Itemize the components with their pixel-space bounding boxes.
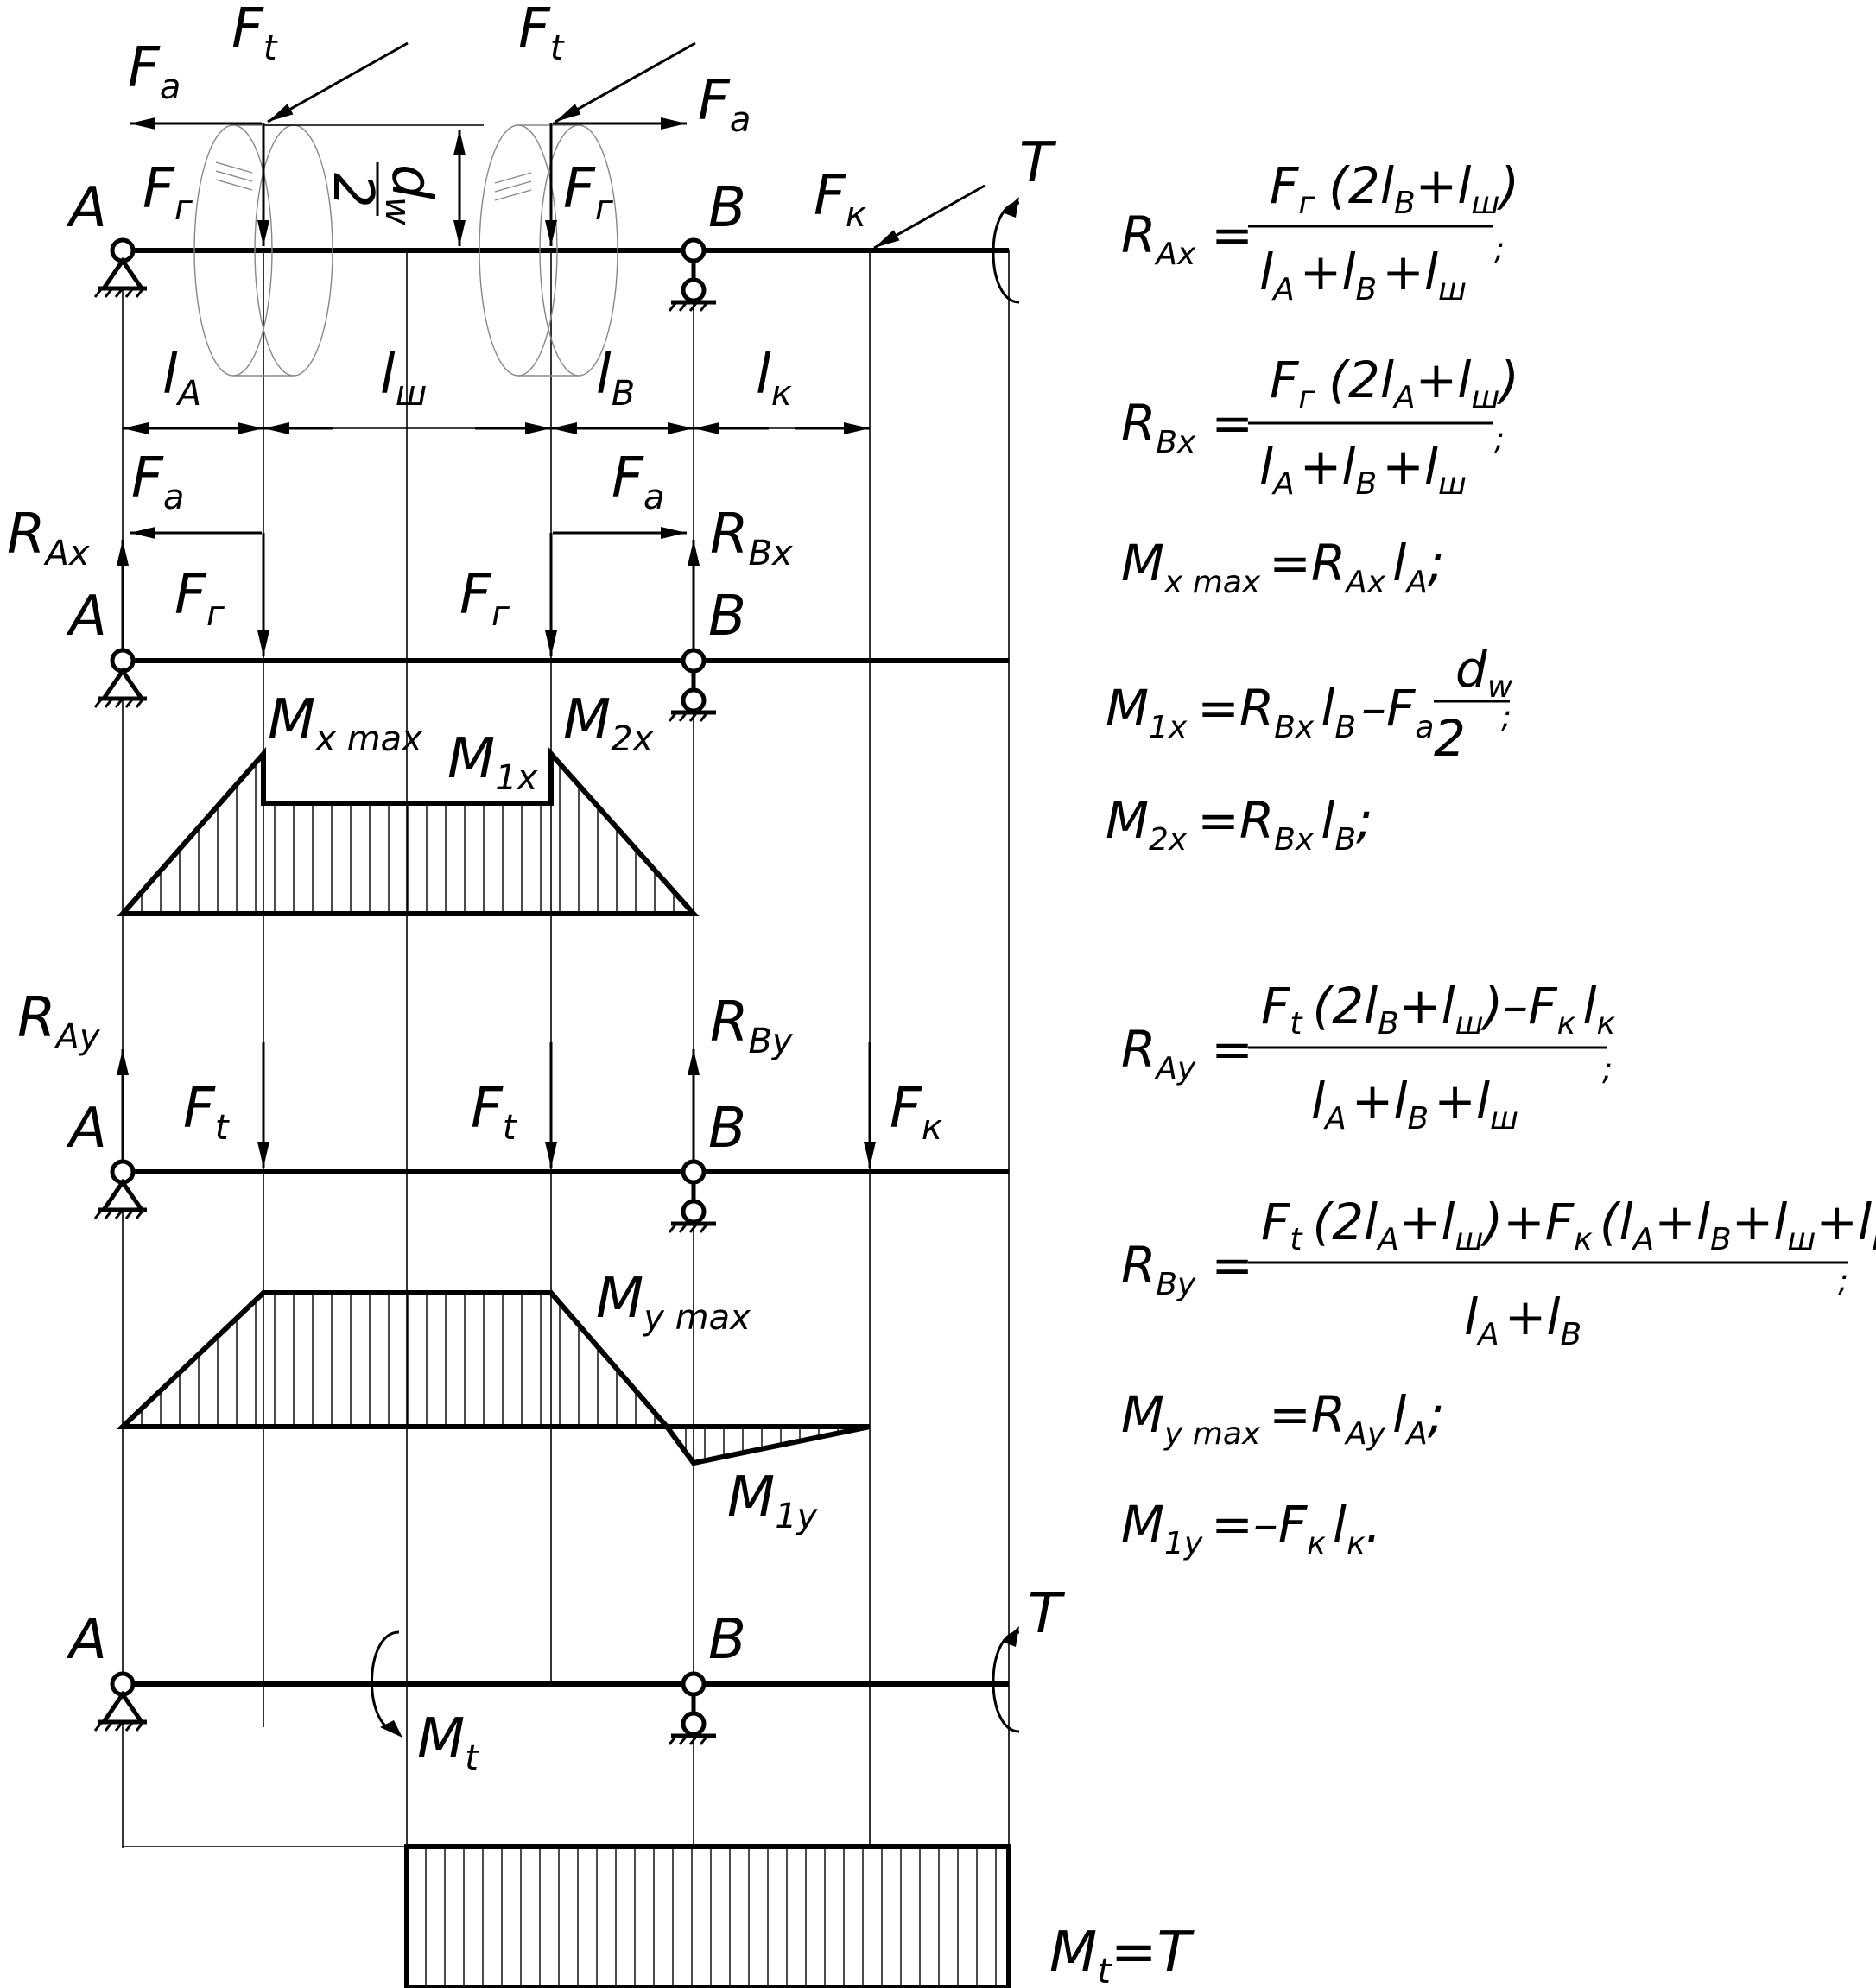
svg-text:2: 2 — [320, 173, 384, 208]
label-Fr-3: Fг — [174, 563, 225, 634]
label-Mymax: My max — [596, 1267, 751, 1338]
label-RAy: RAy — [17, 986, 101, 1057]
label-M1y: M1y — [727, 1466, 819, 1536]
formula-RBy: RBy= Ft(2lA+lш)+Fк(lA+lB+lш+lк) lA+lB ; — [1121, 1193, 1876, 1352]
svg-text:;: ; — [1602, 1052, 1613, 1087]
svg-text:;: ; — [1838, 1263, 1848, 1299]
mx-moment-diagram — [117, 747, 700, 916]
label-B-2: B — [708, 585, 746, 649]
svg-text:w: w — [377, 197, 417, 225]
svg-text:RAy=: RAy= — [1121, 1020, 1253, 1086]
label-Fk-2: Fк — [890, 1077, 942, 1148]
label-Fa-3: Fa — [131, 446, 184, 517]
svg-text:lA+lB+lш: lA+lB+lш — [1259, 243, 1467, 307]
label-Ft-2: Ft — [518, 0, 565, 68]
label-Fr-2: Fг — [563, 157, 614, 228]
label-M1x: M1x — [447, 727, 538, 798]
label-Fk-1: Fк — [814, 164, 866, 235]
label-Fr-1: Fг — [143, 157, 193, 228]
label-Fa-2: Fa — [698, 69, 751, 140]
label-Fr-4: Fг — [459, 563, 510, 634]
mt-labels: Mt=T — [1049, 1921, 1195, 1988]
svg-text:d: d — [379, 164, 443, 199]
label-RBy: RBy — [710, 991, 794, 1061]
svg-text:;: ; — [1494, 421, 1505, 457]
svg-text:dw: dw — [1455, 640, 1513, 705]
label-Mt-eq-T: Mt=T — [1049, 1921, 1195, 1988]
label-dw-over-2: d w 2 — [320, 162, 443, 225]
svg-text:RBx=: RBx= — [1121, 394, 1253, 460]
svg-text:2: 2 — [1434, 709, 1466, 768]
label-Fa-4: Fa — [612, 446, 664, 517]
svg-text:lA+lB+lш: lA+lB+lш — [1259, 437, 1467, 502]
formula-RAx: RAx= Fг(2lB+lш) lA+lB+lш ; — [1121, 156, 1519, 307]
formula-RBx: RBx= Fг(2lA+lш) lA+lB+lш ; — [1121, 351, 1519, 502]
svg-text:RAx=: RAx= — [1121, 206, 1253, 272]
label-A-4: A — [66, 1608, 107, 1672]
torsion-labels: A B T Mt — [66, 1582, 1066, 1778]
svg-text:lA+lB+lш: lA+lB+lш — [1311, 1072, 1518, 1136]
label-B-3: B — [708, 1097, 746, 1161]
yz-plane-labels: RAy RBy A Ft Ft B Fк — [17, 986, 942, 1161]
svg-text:Ft(2lA+lш)+Fк(lA+lB+lш+lк): Ft(2lA+lш)+Fк(lA+lB+lш+lк) — [1261, 1193, 1876, 1257]
label-Ft-3: Ft — [183, 1077, 230, 1148]
label-A-2: A — [66, 585, 107, 649]
shaft-scheme — [95, 41, 1020, 434]
label-lk: lк — [756, 343, 792, 414]
label-lB: lB — [596, 343, 635, 414]
label-lA: lA — [162, 343, 201, 414]
label-Fa-1: Fa — [128, 36, 181, 107]
projection-lines — [122, 250, 1010, 1848]
label-A-1: A — [66, 176, 107, 240]
label-Ft-1: Ft — [231, 0, 278, 68]
mt-torque-diagram — [404, 1844, 1011, 1988]
svg-text:Fг(2lB+lш): Fг(2lB+lш) — [1270, 156, 1519, 221]
label-B-4: B — [708, 1608, 746, 1672]
label-B-1: B — [708, 176, 746, 240]
svg-text:lA+lB: lA+lB — [1464, 1288, 1581, 1352]
shaft-scheme-labels: Fa Ft Ft Fa A Fг Fг B Fк T d w 2 lA lш l… — [66, 0, 1057, 414]
mx-labels: Mx max M1x M2x — [268, 688, 654, 798]
xz-plane-labels: Fa Fa RAx RBx A Fг Fг B — [7, 446, 793, 649]
label-T-2: T — [1028, 1582, 1066, 1646]
label-Mt: Mt — [417, 1707, 479, 1778]
svg-text:RBy=: RBy= — [1121, 1236, 1253, 1302]
label-A-3: A — [66, 1097, 107, 1161]
svg-text:Fг(2lA+lш): Fг(2lA+lш) — [1270, 351, 1519, 415]
svg-text:;: ; — [1494, 231, 1505, 267]
my-moment-diagram — [116, 1290, 871, 1466]
label-M2x: M2x — [563, 688, 654, 759]
svg-text:;: ; — [1501, 700, 1512, 735]
label-RBx: RBx — [710, 503, 793, 573]
torsion-scheme — [95, 1626, 1020, 1744]
label-Ft-4: Ft — [471, 1077, 517, 1148]
yz-plane-scheme — [95, 1042, 1009, 1232]
formulas: RAx= Fг(2lB+lш) lA+lB+lш ; RBx= Fг(2lA+l… — [1106, 156, 1876, 1561]
my-labels: My max M1y — [596, 1267, 819, 1536]
label-T-1: T — [1019, 131, 1057, 195]
label-RAx: RAx — [7, 503, 90, 573]
xz-plane-scheme — [95, 527, 1009, 721]
label-Mxmax: Mx max — [268, 688, 422, 759]
label-lsh: lш — [380, 343, 427, 414]
